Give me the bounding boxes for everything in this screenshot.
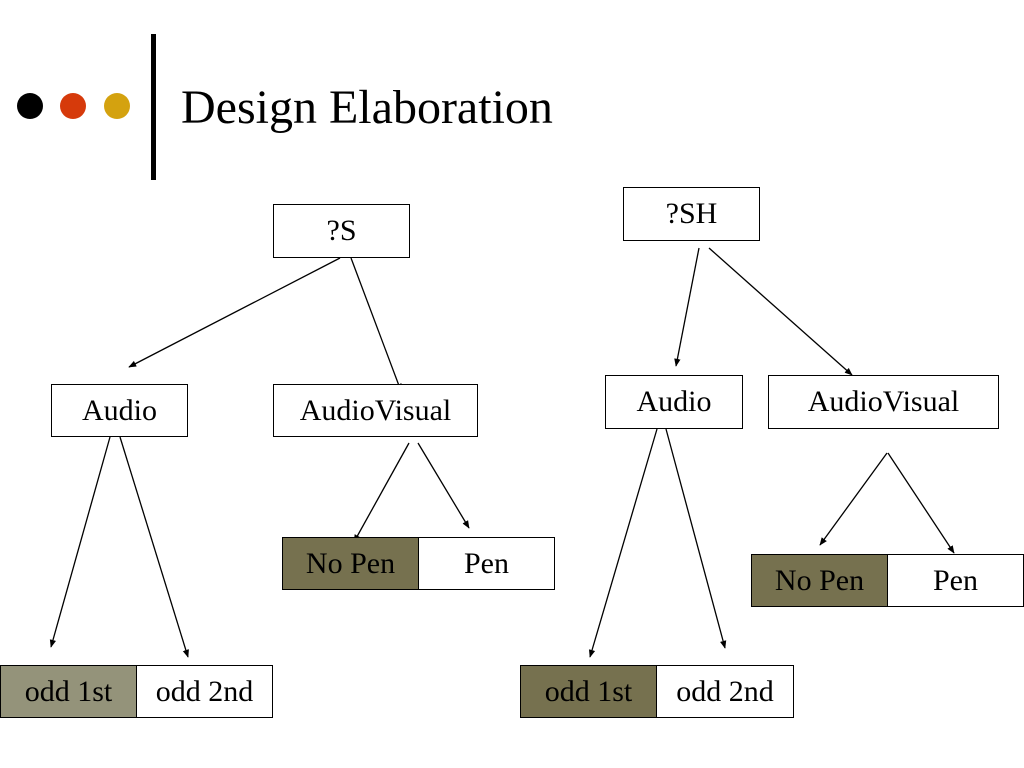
tree-s-root-node: ?S (273, 204, 410, 258)
edge-s-root-audiovisual (350, 257, 402, 392)
bullet-dot-black (17, 93, 43, 119)
tree-s-no-pen-cell: No Pen (282, 537, 419, 590)
edge-sh-audio-odd1st (588, 428, 658, 658)
tree-s-odd-2nd-cell: odd 2nd (136, 665, 273, 718)
tree-sh-pen-cell: Pen (887, 554, 1024, 607)
slide-title: Design Elaboration (181, 81, 553, 134)
tree-sh-odd-2nd-cell: odd 2nd (656, 665, 794, 718)
edge-sh-root-audiovisual (708, 247, 853, 376)
tree-sh-no-pen-cell: No Pen (751, 554, 888, 607)
tree-sh-audio-node: Audio (605, 375, 743, 429)
edge-s-audio-odd2nd (119, 436, 189, 658)
edge-s-root-audio (128, 257, 341, 368)
tree-sh-odd-1st-cell: odd 1st (520, 665, 657, 718)
bullet-dot-gold (104, 93, 130, 119)
title-divider (151, 34, 156, 180)
edge-sh-av-pen (887, 452, 955, 554)
tree-s-odd-1st-cell: odd 1st (0, 665, 137, 718)
edge-sh-root-audio (674, 247, 700, 367)
tree-s-audiovisual-node: AudioVisual (273, 384, 478, 437)
edge-sh-audio-odd2nd (665, 428, 727, 649)
edge-sh-av-nopen (819, 452, 888, 546)
tree-sh-root-node: ?SH (623, 187, 760, 241)
edge-s-av-nopen (353, 442, 410, 543)
edge-s-av-pen (417, 442, 470, 529)
bullet-dot-orange (60, 93, 86, 119)
tree-s-pen-cell: Pen (418, 537, 555, 590)
tree-sh-audiovisual-node: AudioVisual (768, 375, 999, 429)
edge-s-audio-odd1st (49, 436, 111, 648)
tree-s-audio-node: Audio (51, 384, 188, 437)
